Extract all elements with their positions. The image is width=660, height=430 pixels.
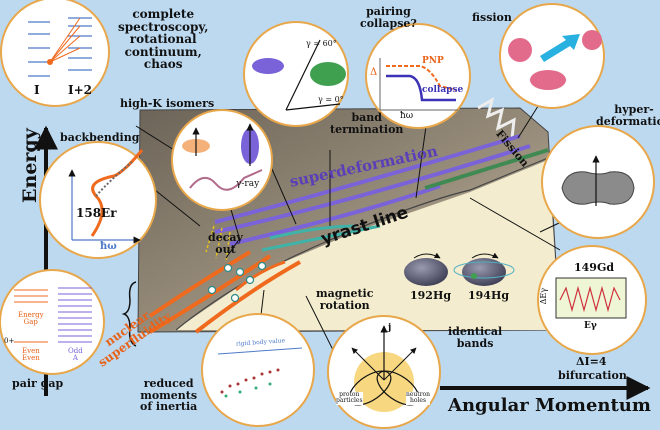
pg-even-even: Even Even xyxy=(22,347,40,363)
bb-dots xyxy=(95,161,133,197)
bt-gamma0: γ = 0° xyxy=(318,95,344,104)
inset-band-termination xyxy=(243,21,349,127)
mr-neutron-label: neutron holes xyxy=(406,391,431,405)
bt-gamma60: γ = 60° xyxy=(306,39,337,48)
gd-label: 149Gd xyxy=(574,261,615,274)
brace xyxy=(121,281,137,347)
bt-prolate xyxy=(310,62,346,86)
inset-pairing xyxy=(365,23,471,129)
label-band-termination: band termination xyxy=(330,111,404,136)
hg194-label: 194Hg xyxy=(468,289,510,302)
hg194-shape xyxy=(462,258,506,286)
bt-oblate xyxy=(252,58,284,74)
label-backbending: backbending xyxy=(60,131,140,144)
termination-band-b xyxy=(261,224,381,252)
label-decay-out: decay out xyxy=(208,231,243,256)
nd-band-2 xyxy=(148,250,252,318)
hg192-rot xyxy=(413,252,441,259)
label-magnetic-rotation: magnetic rotation xyxy=(316,287,374,312)
fission-arrow xyxy=(540,34,580,62)
inset-pair-gap xyxy=(0,269,105,375)
hg194-orbit xyxy=(453,261,515,279)
fission-nucleus-2 xyxy=(582,30,602,50)
fission-nucleus-1 xyxy=(508,38,532,62)
pg-odd-a: Odd A xyxy=(68,347,83,363)
energy-axis-label: Energy xyxy=(19,128,42,203)
pc-collapse xyxy=(386,74,456,102)
pc-pnp xyxy=(386,65,457,91)
label-identical-bands: identical bands xyxy=(448,325,503,350)
momentum-axis-label: Angular Momentum xyxy=(448,395,651,416)
inertia-line xyxy=(217,347,303,355)
inset-spectrum xyxy=(0,0,110,107)
hg192-label: 192Hg xyxy=(410,289,452,302)
pc-delta-label: Δ xyxy=(370,67,378,78)
inertia-points-2 xyxy=(224,382,272,398)
label-fission: fission xyxy=(472,11,512,24)
spectrum-i2-label: I+2 xyxy=(68,83,93,97)
yrast-curve xyxy=(175,157,549,331)
label-bifurcation: bifurcation xyxy=(558,369,627,382)
label-hyper-deformation: hyper- deformation xyxy=(596,103,660,128)
bt-line-2 xyxy=(285,103,341,111)
hk-wave xyxy=(189,169,263,191)
inset-high-k xyxy=(171,109,273,211)
decay-out-dots xyxy=(207,261,267,303)
pg-energy-gap: Energy Gap xyxy=(18,311,44,327)
pg-zero-plus: 0+ xyxy=(4,337,15,345)
sd-band-3 xyxy=(229,184,441,246)
pg-levels-left xyxy=(14,289,48,343)
pg-levels-right xyxy=(58,287,92,343)
hd-shape xyxy=(561,171,635,205)
sub-yrast-region xyxy=(175,160,560,330)
pc-pnp-label: PNP xyxy=(422,56,444,66)
mr-core xyxy=(354,352,414,412)
fission-edge xyxy=(477,96,516,139)
label-delta-i4: ΔI=4 xyxy=(576,355,607,368)
spectrum-node xyxy=(47,59,53,65)
termination-band-a xyxy=(269,224,357,240)
sd-band-2 xyxy=(214,144,531,234)
inertia-points xyxy=(220,368,280,394)
gd-plot xyxy=(555,277,627,319)
hk-gamma-ray: γ-ray xyxy=(236,179,260,189)
hd-band xyxy=(424,148,549,190)
label-complete-spectroscopy: complete spectroscopy, rotational contin… xyxy=(118,7,209,72)
gd-egamma: Eγ xyxy=(584,321,597,331)
nd-band-4 xyxy=(235,260,286,292)
fission-neck xyxy=(530,70,566,90)
inset-inertia xyxy=(201,313,315,427)
bt-line-1 xyxy=(285,39,321,111)
spectrum-i-label: I xyxy=(34,83,40,97)
hg192-shape xyxy=(404,258,448,286)
nd-band-3 xyxy=(194,260,301,334)
hg194-rot xyxy=(471,252,499,259)
label-pair-gap: pair gap xyxy=(12,377,64,390)
bb-hbar-omega: ħω xyxy=(100,241,117,252)
spectrum-transitions xyxy=(49,17,81,63)
gd-zigzag xyxy=(559,285,621,313)
er158-label: 158Er xyxy=(76,206,117,220)
pc-hbar-label: ħω xyxy=(400,111,414,121)
nd-band-1 xyxy=(148,254,272,334)
mr-jn xyxy=(383,347,417,381)
mr-j-label: j xyxy=(388,323,392,333)
gd-delta-egamma: ΔEγ xyxy=(539,287,549,305)
pc-collapse-label: collapse xyxy=(422,85,464,95)
label-reduced-moments: reduced moments of inertia xyxy=(140,377,198,414)
sd-band-1 xyxy=(214,134,521,224)
hg194-particle xyxy=(471,273,477,279)
mr-proton-label: proton particles xyxy=(336,391,363,405)
mr-jp xyxy=(351,347,385,381)
label-high-k: high-K isomers xyxy=(120,97,215,110)
label-pairing-collapse: pairing collapse? xyxy=(360,5,417,30)
